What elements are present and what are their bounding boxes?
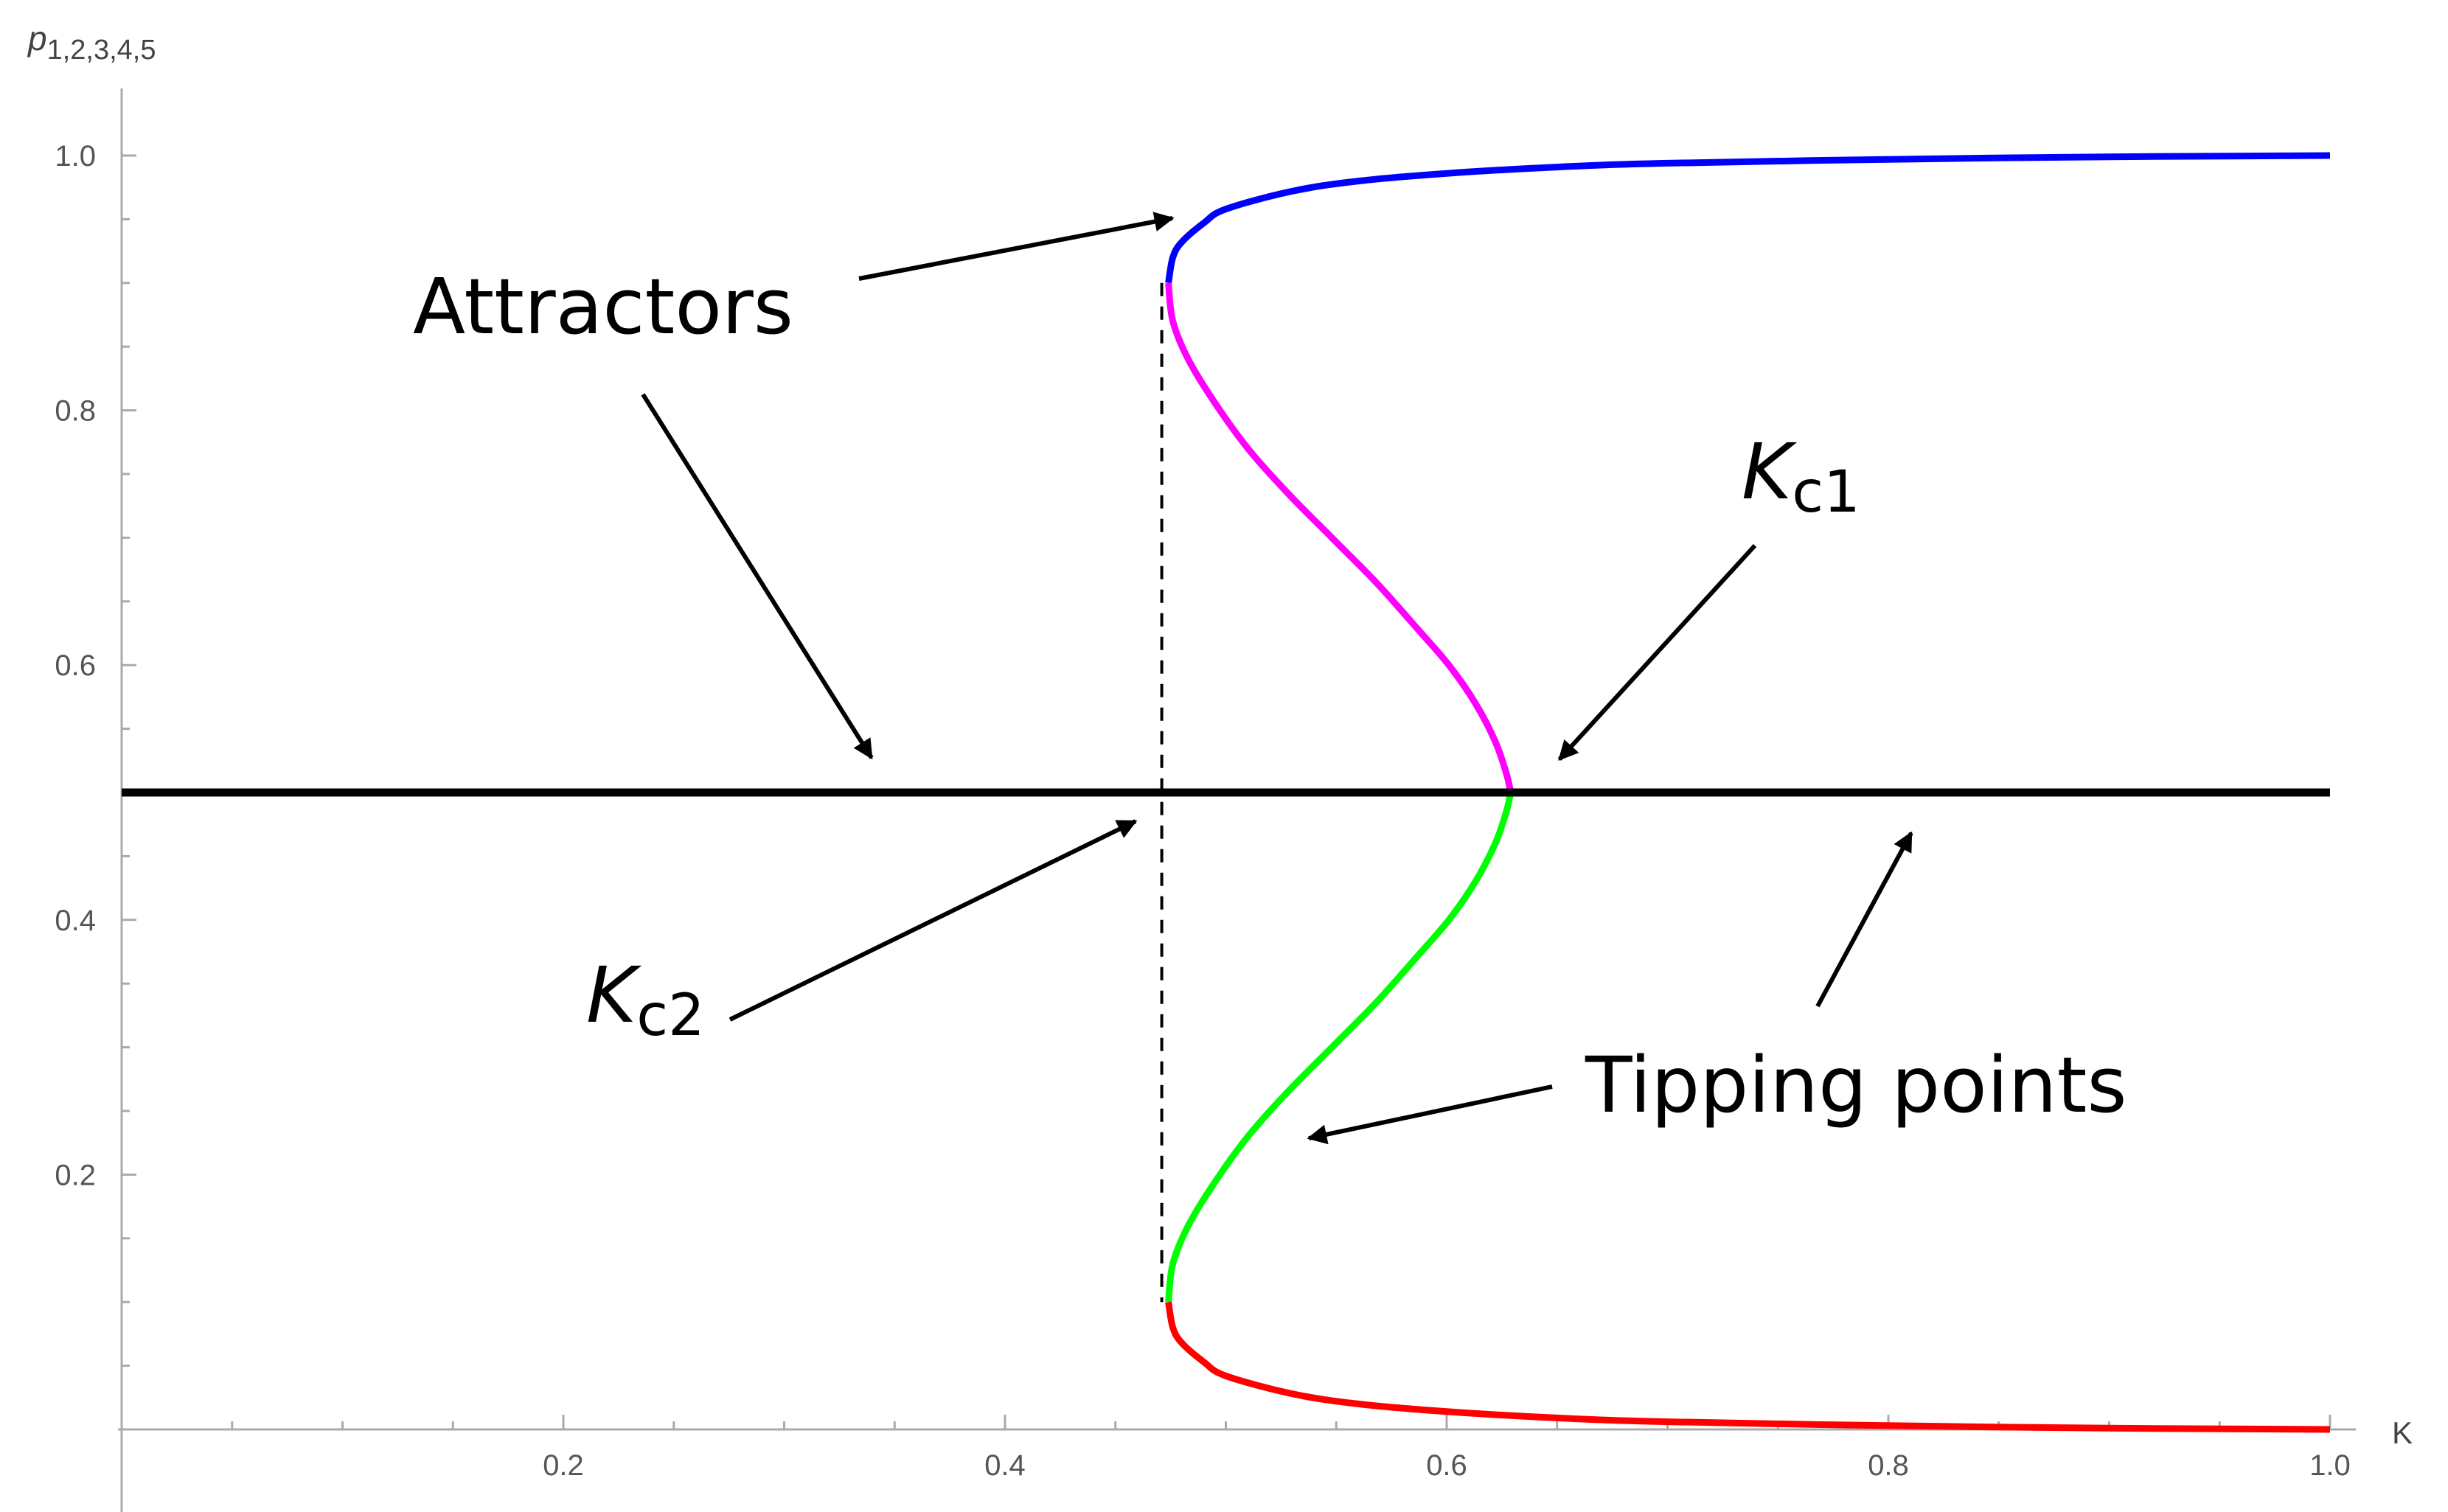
arrow-tipping-left (1307, 1084, 1553, 1145)
y-axis-label-main: p (27, 19, 47, 58)
arrow-tipping-right (1815, 831, 1913, 1008)
x-tick-label: 0.4 (984, 1449, 1026, 1482)
y-tick-labels: 0.2 0.4 0.6 0.8 1.0 (55, 140, 96, 1191)
y-tick-label: 0.8 (55, 395, 96, 428)
y-tick-label: 0.4 (55, 905, 96, 937)
x-tick-labels: 0.2 0.4 0.6 0.8 1.0 (543, 1449, 2351, 1482)
series-lower-stable-red (1165, 1301, 2331, 1433)
x-tick-label: 0.8 (1868, 1449, 1909, 1482)
y-tick-label: 1.0 (55, 140, 96, 173)
arrow-attractors-upper (858, 212, 1175, 281)
y-axis-label-subscript: 1,2,3,4,5 (47, 35, 156, 66)
annotation-kc1: Kc1 (1742, 427, 1860, 526)
annotation-attractors: Attractors (413, 262, 793, 352)
x-ticks (231, 1415, 2331, 1429)
kc2-main: K (586, 950, 642, 1040)
kc1-subscript: c1 (1792, 459, 1860, 526)
series-layer (122, 152, 2331, 1433)
y-axis-label: p1,2,3,4,5 (27, 19, 156, 66)
x-tick-label: 1.0 (2309, 1449, 2351, 1482)
arrow-kc1 (1557, 543, 1757, 762)
kc1-main: K (1742, 427, 1798, 517)
x-axis-label: K (2392, 1415, 2413, 1450)
y-tick-label: 0.2 (55, 1159, 96, 1191)
series-lower-unstable-green (1165, 791, 1515, 1303)
x-tick-label: 0.6 (1426, 1449, 1467, 1482)
y-tick-label: 0.6 (55, 649, 96, 682)
kc2-subscript: c2 (636, 983, 705, 1049)
arrow-kc2 (729, 819, 1138, 1022)
annotation-kc2: Kc2 (586, 950, 705, 1049)
y-ticks (122, 154, 136, 1368)
arrow-attractors-middle (641, 393, 874, 760)
annotation-tipping-points: Tipping points (1585, 1040, 2127, 1130)
x-tick-label: 0.2 (543, 1449, 584, 1482)
series-upper-unstable-magenta (1165, 282, 1515, 794)
series-upper-stable-blue (1165, 152, 2331, 284)
annotations: Attractors Tipping points Kc1 Kc2 (413, 212, 2127, 1145)
